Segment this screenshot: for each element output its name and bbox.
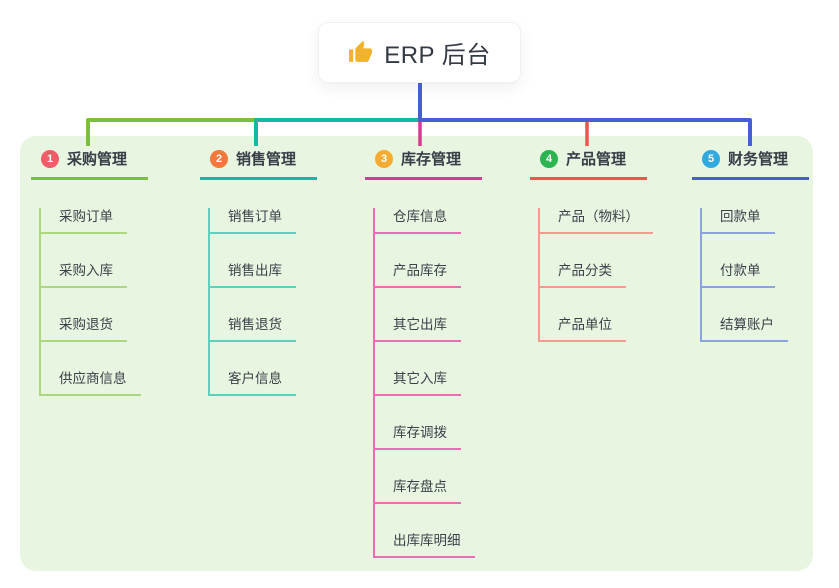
module-column-1: 1 采购管理 采购订单采购入库采购退货供应商信息 bbox=[31, 146, 148, 396]
module-item[interactable]: 产品单位 bbox=[540, 316, 626, 342]
module-header[interactable]: 3 库存管理 bbox=[365, 146, 482, 180]
thumbs-up-icon bbox=[349, 41, 373, 62]
module-item-label: 其它入库 bbox=[393, 371, 447, 386]
module-columns: 1 采购管理 采购订单采购入库采购退货供应商信息 2 销售管理 销售订单销售出库… bbox=[20, 136, 813, 571]
module-item-label: 采购入库 bbox=[59, 263, 113, 278]
module-item-label: 销售订单 bbox=[228, 209, 282, 224]
module-header[interactable]: 5 财务管理 bbox=[692, 146, 809, 180]
module-item-label: 客户信息 bbox=[228, 371, 282, 386]
module-item-label: 仓库信息 bbox=[393, 209, 447, 224]
module-item[interactable]: 产品（物料） bbox=[540, 208, 653, 234]
number-badge: 3 bbox=[375, 149, 393, 168]
module-item[interactable]: 其它出库 bbox=[375, 316, 461, 342]
module-item-label: 库存盘点 bbox=[393, 479, 447, 494]
module-title: 采购管理 bbox=[67, 151, 128, 168]
module-items: 销售订单销售出库销售退货客户信息 bbox=[208, 208, 317, 396]
module-item[interactable]: 销售退货 bbox=[210, 316, 296, 342]
module-column-2: 2 销售管理 销售订单销售出库销售退货客户信息 bbox=[200, 146, 317, 396]
module-header[interactable]: 2 销售管理 bbox=[200, 146, 317, 180]
module-item[interactable]: 付款单 bbox=[702, 262, 775, 288]
module-column-5: 5 财务管理 回款单付款单结算账户 bbox=[692, 146, 809, 342]
module-item[interactable]: 仓库信息 bbox=[375, 208, 461, 234]
module-item[interactable]: 产品库存 bbox=[375, 262, 461, 288]
root-title: ERP 后台 bbox=[384, 42, 491, 69]
module-header[interactable]: 4 产品管理 bbox=[530, 146, 647, 180]
module-item-label: 结算账户 bbox=[720, 317, 774, 332]
module-item-label: 产品库存 bbox=[393, 263, 447, 278]
module-title: 产品管理 bbox=[566, 151, 627, 168]
module-item[interactable]: 供应商信息 bbox=[41, 370, 141, 396]
number-badge: 5 bbox=[702, 149, 720, 168]
module-item-label: 付款单 bbox=[720, 263, 761, 278]
module-item[interactable]: 结算账户 bbox=[702, 316, 788, 342]
module-item[interactable]: 其它入库 bbox=[375, 370, 461, 396]
module-title: 财务管理 bbox=[728, 151, 789, 168]
root-node[interactable]: ERP 后台 bbox=[318, 22, 521, 83]
module-item[interactable]: 采购退货 bbox=[41, 316, 127, 342]
number-badge: 2 bbox=[210, 149, 228, 168]
module-item-label: 销售退货 bbox=[228, 317, 282, 332]
module-item-label: 销售出库 bbox=[228, 263, 282, 278]
module-item[interactable]: 销售出库 bbox=[210, 262, 296, 288]
module-column-4: 4 产品管理 产品（物料） 产品分类产品单位 bbox=[530, 146, 653, 342]
module-items: 采购订单采购入库采购退货供应商信息 bbox=[39, 208, 148, 396]
module-item[interactable]: 销售订单 bbox=[210, 208, 296, 234]
module-item-label: 库存调拨 bbox=[393, 425, 447, 440]
module-item-label: 供应商信息 bbox=[59, 371, 127, 386]
module-item[interactable]: 产品分类 bbox=[540, 262, 626, 288]
module-column-3: 3 库存管理 仓库信息产品库存其它出库其它入库库存调拨库存盘点出库库明细 bbox=[365, 146, 482, 558]
module-item-label: 出库库明细 bbox=[393, 533, 461, 548]
module-item[interactable]: 出库库明细 bbox=[375, 532, 475, 558]
module-item[interactable]: 库存调拨 bbox=[375, 424, 461, 450]
modules-panel: 1 采购管理 采购订单采购入库采购退货供应商信息 2 销售管理 销售订单销售出库… bbox=[20, 136, 813, 571]
module-item-label: 采购订单 bbox=[59, 209, 113, 224]
module-item[interactable]: 库存盘点 bbox=[375, 478, 461, 504]
module-item[interactable]: 采购入库 bbox=[41, 262, 127, 288]
module-items: 仓库信息产品库存其它出库其它入库库存调拨库存盘点出库库明细 bbox=[373, 208, 482, 558]
number-badge: 4 bbox=[540, 149, 558, 168]
module-items: 回款单付款单结算账户 bbox=[700, 208, 809, 342]
module-item-label: 产品分类 bbox=[558, 263, 612, 278]
module-item[interactable]: 回款单 bbox=[702, 208, 775, 234]
number-badge: 1 bbox=[41, 149, 59, 168]
module-item[interactable]: 采购订单 bbox=[41, 208, 127, 234]
module-item-label: 其它出库 bbox=[393, 317, 447, 332]
module-item-label: 产品单位 bbox=[558, 317, 612, 332]
module-item-label: 产品（物料） bbox=[558, 209, 639, 224]
module-header[interactable]: 1 采购管理 bbox=[31, 146, 148, 180]
module-items: 产品（物料） 产品分类产品单位 bbox=[538, 208, 653, 342]
module-title: 销售管理 bbox=[236, 151, 297, 168]
module-item-label: 采购退货 bbox=[59, 317, 113, 332]
module-item-label: 回款单 bbox=[720, 209, 761, 224]
module-title: 库存管理 bbox=[401, 151, 462, 168]
module-item[interactable]: 客户信息 bbox=[210, 370, 296, 396]
